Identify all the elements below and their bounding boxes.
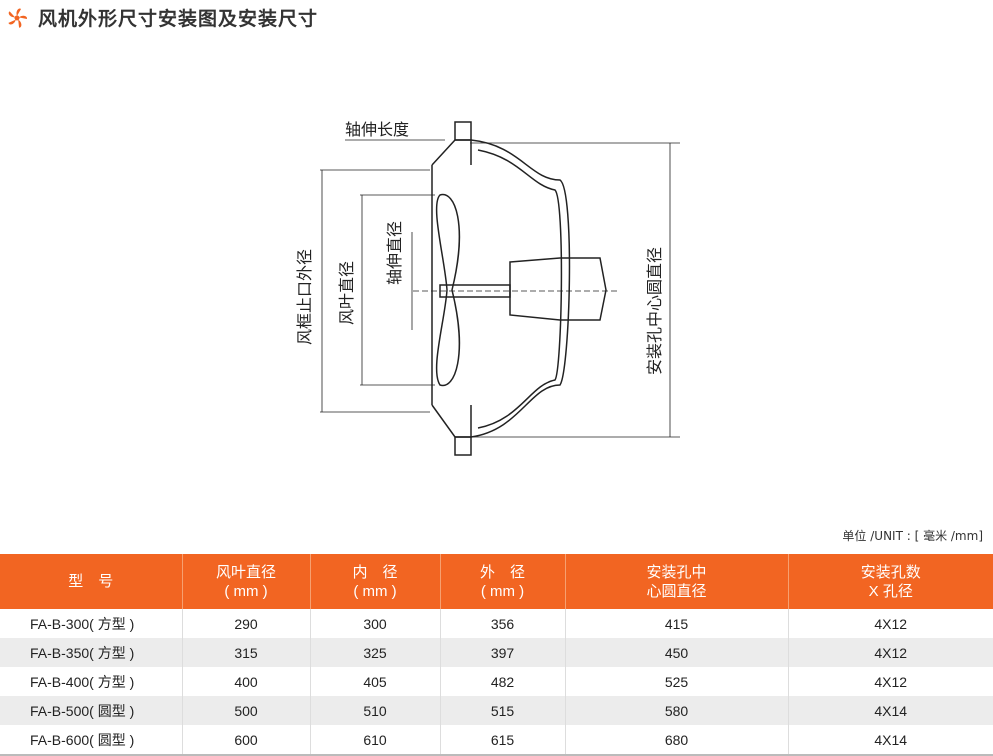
label-shaft-length: 轴伸长度	[345, 120, 409, 139]
header-blade-diameter: 风叶直径( mm )	[182, 554, 311, 609]
table-cell: FA-B-300( 方型 )	[0, 609, 183, 638]
table-cell: 300	[310, 609, 441, 638]
table-cell: 4X12	[874, 615, 908, 632]
table-cell: 4X14	[788, 696, 993, 725]
fan-installation-diagram: 轴伸长度 风框止口外径 风叶直径 轴伸直径 安装孔中心圆直径	[295, 120, 680, 456]
table-cell: 482	[440, 667, 566, 696]
table-cell: 510	[310, 696, 441, 725]
table-cell: 356	[440, 609, 566, 638]
table-cell: 610	[310, 725, 441, 756]
label-frame-outer-diameter: 风框止口外径	[295, 249, 314, 345]
fan-logo-icon	[8, 7, 27, 28]
table-cell: 325	[310, 638, 441, 667]
page-header: 风机外形尺寸安装图及安装尺寸	[6, 4, 318, 31]
table-cell: 600	[182, 725, 311, 756]
table-cell: 397	[440, 638, 566, 667]
table-cell: 415	[565, 609, 789, 638]
table-header-row: 型 号 风叶直径( mm ) 内 径( mm ) 外 径( mm ) 安装孔中心…	[0, 554, 993, 609]
table-cell: 500	[182, 696, 311, 725]
table-cell: 405	[310, 667, 441, 696]
table-cell: 4X14	[788, 725, 993, 756]
table-cell: FA-B-600( 圆型 )	[0, 725, 183, 756]
table-cell: FA-B-350( 方型 )	[0, 638, 183, 667]
table-cell: 400	[182, 667, 311, 696]
table-cell: 525	[565, 667, 789, 696]
header-outer-diameter: 外 径( mm )	[440, 554, 566, 609]
table-cell: 515	[440, 696, 566, 725]
table-cell: FA-B-400( 方型 )	[0, 667, 183, 696]
header-inner-diameter: 内 径( mm )	[310, 554, 441, 609]
label-shaft-diameter: 轴伸直径	[385, 221, 404, 285]
table-cell: 580	[565, 696, 789, 725]
label-hole-circle-diameter: 安装孔中心圆直径	[645, 247, 664, 375]
table-cell: 4X12	[874, 673, 908, 690]
header-model: 型 号	[0, 554, 183, 609]
dimensions-table: 型 号 风叶直径( mm ) 内 径( mm ) 外 径( mm ) 安装孔中心…	[0, 554, 993, 756]
table-cell: 680	[565, 725, 789, 756]
table-cell: 290	[182, 609, 311, 638]
unit-note: 单位 /UNIT : [ 毫米 /mm]	[842, 529, 983, 543]
table-cell: FA-B-500( 圆型 )	[0, 696, 183, 725]
label-blade-diameter: 风叶直径	[337, 261, 356, 325]
table-cell: 450	[565, 638, 789, 667]
header-hole-circle: 安装孔中心圆直径	[565, 554, 789, 609]
table-cell: 615	[440, 725, 566, 756]
table-cell: 4X12	[788, 638, 993, 667]
table-cell: 315	[182, 638, 311, 667]
page-title: 风机外形尺寸安装图及安装尺寸	[38, 8, 319, 30]
